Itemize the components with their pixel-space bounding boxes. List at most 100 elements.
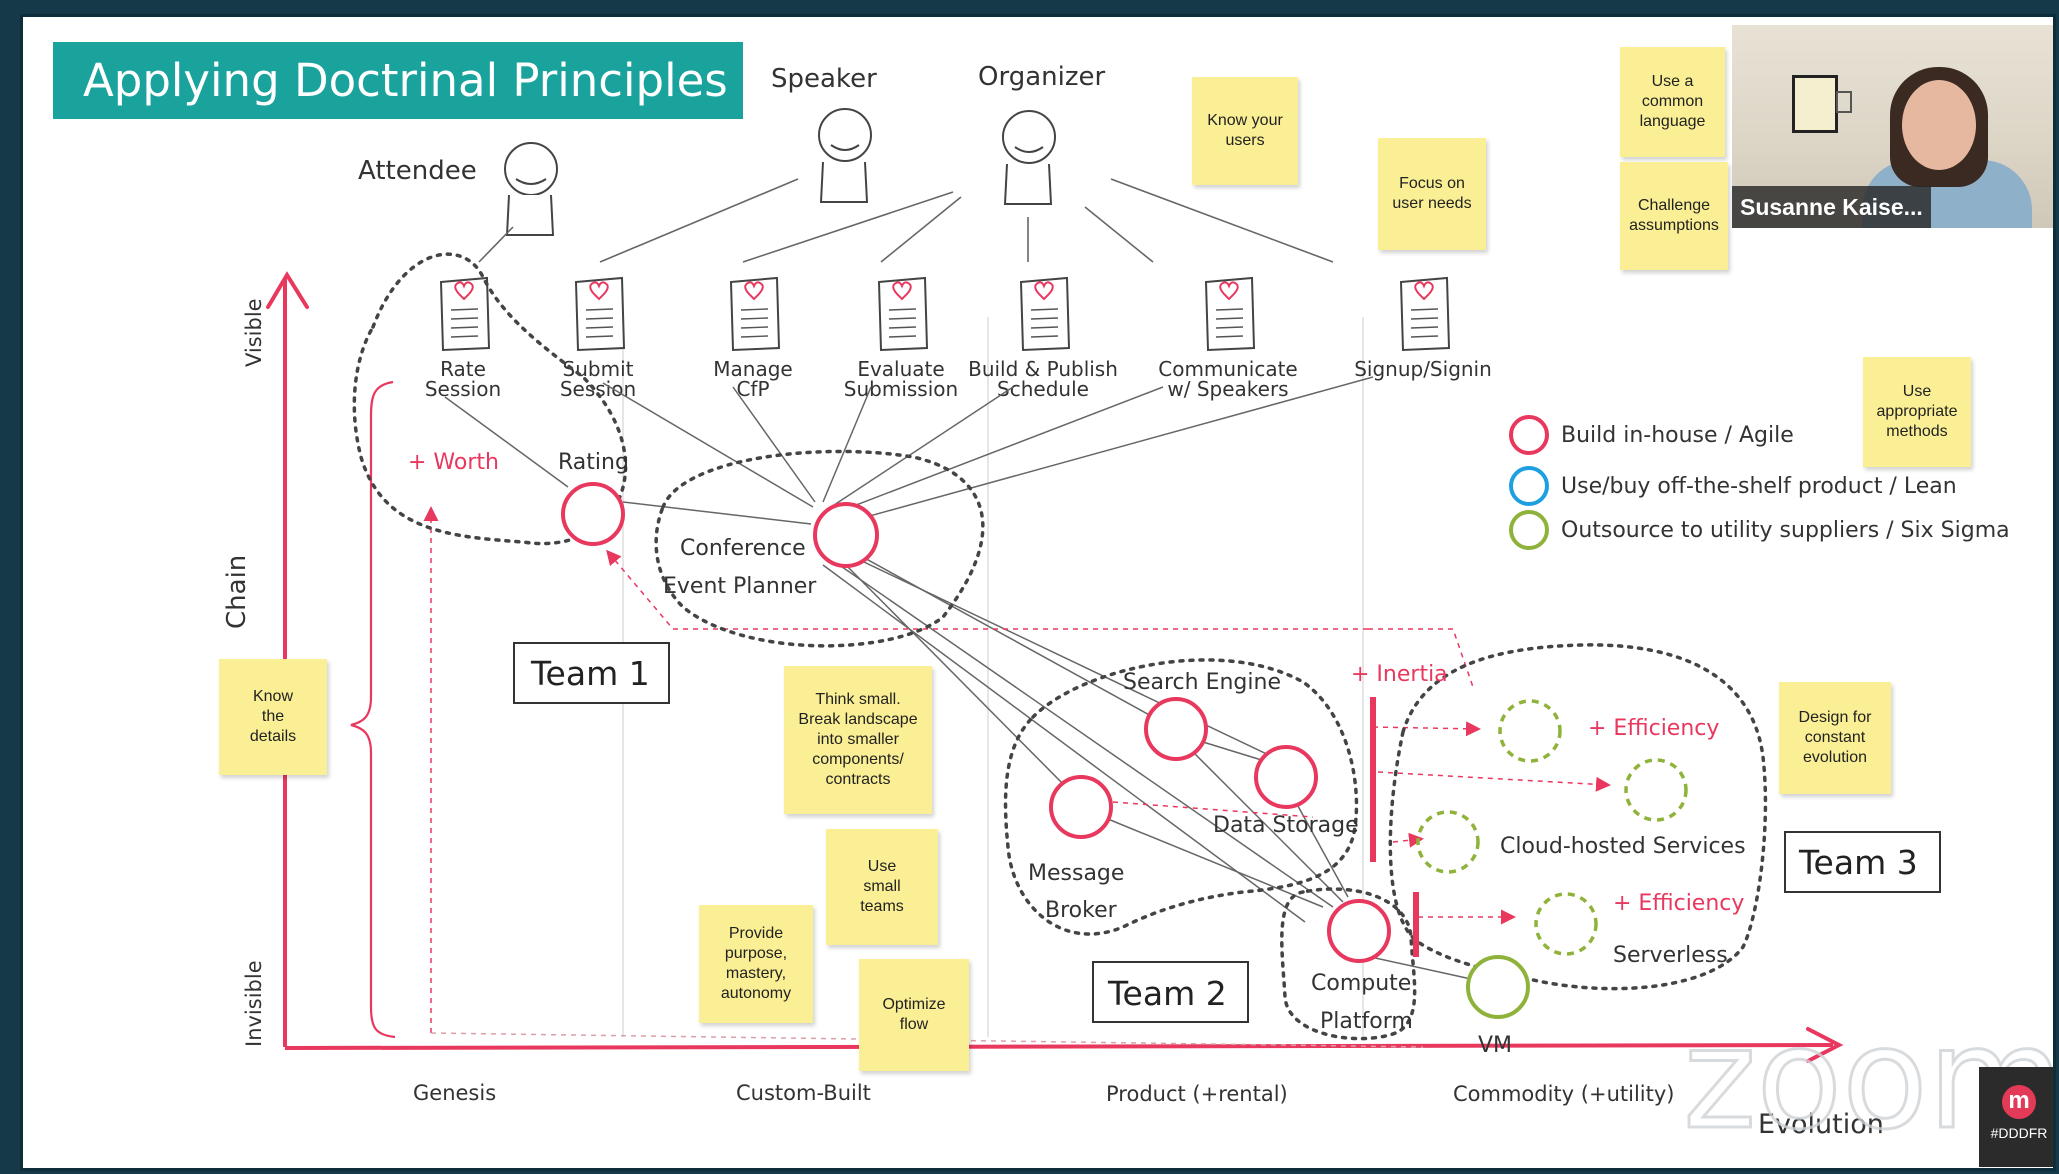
compute-platform-node bbox=[1327, 899, 1391, 963]
inertia-label: + Inertia bbox=[1351, 662, 1448, 687]
wardley-map: Visible Chain Invisible Genesis Custom-B… bbox=[222, 62, 2053, 1163]
message-broker-node bbox=[1049, 775, 1113, 839]
need-document-icon bbox=[574, 276, 626, 352]
organizer-figure bbox=[1002, 110, 1056, 205]
storage-label: Data Storage bbox=[1213, 813, 1359, 838]
team-boundaries bbox=[352, 252, 1768, 1041]
participant-name: Susanne Kaise... bbox=[1732, 186, 1931, 228]
sticky-know-details: Know the details bbox=[219, 659, 327, 775]
sticky-small-teams: Use small teams bbox=[826, 829, 938, 945]
organizer-label: Organizer bbox=[978, 62, 1105, 92]
need-document-icon bbox=[1019, 276, 1071, 352]
sticky-purpose: Provide purpose, mastery, autonomy bbox=[699, 905, 813, 1023]
sticky-common-language: Use a common language bbox=[1620, 47, 1725, 157]
team-boxes bbox=[513, 642, 1941, 1023]
event-planner-node bbox=[813, 502, 879, 568]
speaker-label: Speaker bbox=[771, 64, 877, 94]
event-badge: m #DDDFR bbox=[1979, 1067, 2053, 1167]
wall-frame-icon bbox=[1792, 75, 1838, 133]
compute-label-1: Compute bbox=[1311, 971, 1411, 996]
sticky-constant-evolution: Design for constant evolution bbox=[1779, 682, 1891, 794]
need-label: Rate bbox=[440, 357, 486, 381]
need-label: Session bbox=[425, 377, 501, 401]
dependency-lines bbox=[444, 376, 1472, 980]
cloud-label: Cloud-hosted Services bbox=[1500, 834, 1746, 859]
need-label: Build & Publish bbox=[968, 357, 1118, 381]
sticky-challenge: Challenge assumptions bbox=[1620, 162, 1728, 270]
search-engine-node bbox=[1144, 697, 1208, 761]
sticky-appropriate-methods: Use appropriate methods bbox=[1863, 357, 1971, 467]
need-label: Signup/Signin bbox=[1354, 357, 1492, 381]
need-document-icon bbox=[439, 276, 491, 352]
legend-swatch-icon bbox=[1509, 415, 1549, 455]
worth-label: + Worth bbox=[408, 450, 499, 475]
need-label: Communicate bbox=[1158, 357, 1297, 381]
flow-arrows bbox=[423, 506, 1611, 1048]
x-evolution-label: Evolution bbox=[1758, 1109, 1884, 1140]
meetup-logo-icon: m bbox=[2002, 1085, 2036, 1119]
broker-label-1: Message bbox=[1028, 861, 1124, 886]
sticky-optimize-flow: Optimize flow bbox=[859, 959, 969, 1071]
need-document-icon bbox=[1399, 276, 1451, 352]
vm-label: VM bbox=[1478, 1033, 1512, 1058]
team3-label: Team 3 bbox=[1798, 843, 1918, 882]
attendee-label: Attendee bbox=[358, 156, 477, 186]
need-document-icon bbox=[729, 276, 781, 352]
x-stage-product: Product (+rental) bbox=[1106, 1082, 1288, 1106]
legend-label: Build in-house / Agile bbox=[1561, 423, 1794, 448]
need-label: w/ Speakers bbox=[1167, 377, 1288, 401]
legend-item: Outsource to utility suppliers / Six Sig… bbox=[1509, 510, 2010, 550]
need-label: Manage bbox=[713, 357, 792, 381]
legend-swatch-icon bbox=[1509, 466, 1549, 506]
outsourced-nodes bbox=[1416, 699, 1688, 956]
participant-video[interactable]: Susanne Kaise... bbox=[1732, 25, 2053, 228]
user-need-links bbox=[478, 178, 1334, 263]
event-badge-label: #DDDFR bbox=[1990, 1125, 2048, 1141]
wall-frame-small-icon bbox=[1836, 91, 1852, 113]
compute-label-2: Platform bbox=[1320, 1009, 1413, 1034]
legend-label: Outsource to utility suppliers / Six Sig… bbox=[1561, 518, 2010, 543]
need-labels: RateSessionSubmitSessionManageCfPEvaluat… bbox=[425, 357, 1492, 401]
need-document-icon bbox=[1204, 276, 1256, 352]
efficiency-label-2: + Efficiency bbox=[1613, 891, 1744, 916]
need-label: Evaluate bbox=[857, 357, 944, 381]
legend-item: Build in-house / Agile bbox=[1509, 415, 1794, 455]
legend-label: Use/buy off-the-shelf product / Lean bbox=[1561, 474, 1957, 499]
sticky-think-small: Think small. Break landscape into smalle… bbox=[784, 666, 932, 814]
y-visible-label: Visible bbox=[242, 298, 266, 367]
sticky-focus-needs: Focus on user needs bbox=[1378, 138, 1486, 250]
user-figures bbox=[504, 108, 1056, 236]
sticky-know-users: Know your users bbox=[1192, 77, 1298, 185]
attendee-figure bbox=[504, 142, 558, 236]
speaker-figure bbox=[818, 108, 872, 203]
need-label: Schedule bbox=[997, 377, 1089, 401]
need-label: Session bbox=[560, 377, 636, 401]
efficiency-label-1: + Efficiency bbox=[1588, 716, 1719, 741]
need-label: Submission bbox=[844, 377, 958, 401]
need-label: Submit bbox=[563, 357, 634, 381]
serverless-label: Serverless bbox=[1613, 943, 1728, 968]
rating-label: Rating bbox=[558, 450, 629, 475]
legend-swatch-icon bbox=[1509, 510, 1549, 550]
team2-label: Team 2 bbox=[1107, 974, 1227, 1013]
need-label: CfP bbox=[736, 377, 769, 401]
slide-frame: Visible Chain Invisible Genesis Custom-B… bbox=[20, 14, 2056, 1171]
legend-item: Use/buy off-the-shelf product / Lean bbox=[1509, 466, 1957, 506]
need-icons bbox=[439, 276, 1451, 352]
rating-node bbox=[561, 482, 625, 546]
y-chain-label: Chain bbox=[222, 555, 252, 629]
inertia-bars bbox=[1370, 697, 1419, 957]
planner-label-2: Event Planner bbox=[663, 574, 817, 599]
x-stage-commodity: Commodity (+utility) bbox=[1453, 1082, 1674, 1106]
search-label: Search Engine bbox=[1123, 670, 1281, 695]
need-document-icon bbox=[877, 276, 929, 352]
data-storage-node bbox=[1254, 745, 1318, 809]
team1-label: Team 1 bbox=[530, 654, 650, 693]
component-nodes bbox=[561, 482, 1530, 1019]
vm-node bbox=[1466, 955, 1530, 1019]
x-stage-custom: Custom-Built bbox=[736, 1081, 871, 1105]
planner-label-1: Conference bbox=[680, 536, 806, 561]
participant-avatar bbox=[1902, 80, 1976, 170]
page-title: Applying Doctrinal Principles bbox=[53, 42, 743, 119]
